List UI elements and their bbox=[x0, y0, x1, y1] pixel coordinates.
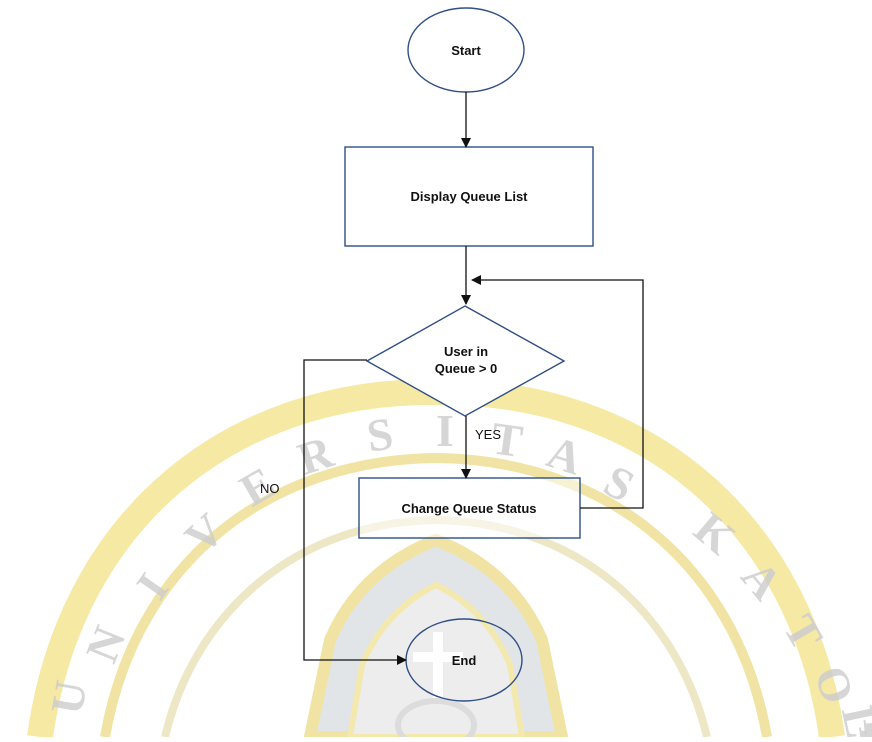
cross-icon bbox=[413, 632, 463, 702]
watermark-letter: S bbox=[596, 455, 643, 512]
decision-diamond bbox=[365, 305, 566, 417]
watermark-letter: R bbox=[292, 426, 340, 485]
flow-edges bbox=[303, 92, 644, 665]
decision-label-line-2: Queue > 0 bbox=[435, 361, 498, 376]
display-queue-list-node: Display Queue List bbox=[344, 146, 594, 247]
decision-label-line-1: User in bbox=[444, 344, 488, 359]
display-queue-list-box bbox=[344, 146, 594, 247]
arrow-change-loop-to-decision bbox=[471, 275, 644, 509]
watermark-letter: I bbox=[436, 405, 454, 456]
start-node: Start bbox=[407, 7, 525, 93]
display-queue-list-label: Display Queue List bbox=[410, 189, 528, 204]
change-queue-status-box bbox=[358, 477, 581, 539]
start-node-label: Start bbox=[451, 43, 481, 58]
change-queue-status-node: Change Queue Status bbox=[358, 477, 581, 539]
arrow-decision-no-to-end bbox=[303, 359, 407, 665]
watermark-letter: V bbox=[175, 503, 234, 563]
decision-node: User in Queue > 0 bbox=[365, 305, 566, 417]
watermark-letter: A bbox=[541, 426, 588, 485]
end-node-label: End bbox=[452, 653, 477, 668]
watermark-letter: S bbox=[364, 408, 396, 462]
watermark-letter: K bbox=[853, 716, 872, 737]
watermark-lower-emblem bbox=[395, 698, 477, 742]
no-branch-label: NO bbox=[260, 481, 280, 496]
yes-branch-label: YES bbox=[475, 427, 501, 442]
watermark-inner-arch bbox=[100, 452, 772, 738]
change-queue-status-label: Change Queue Status bbox=[401, 501, 536, 516]
watermark-letter: T bbox=[488, 412, 525, 467]
